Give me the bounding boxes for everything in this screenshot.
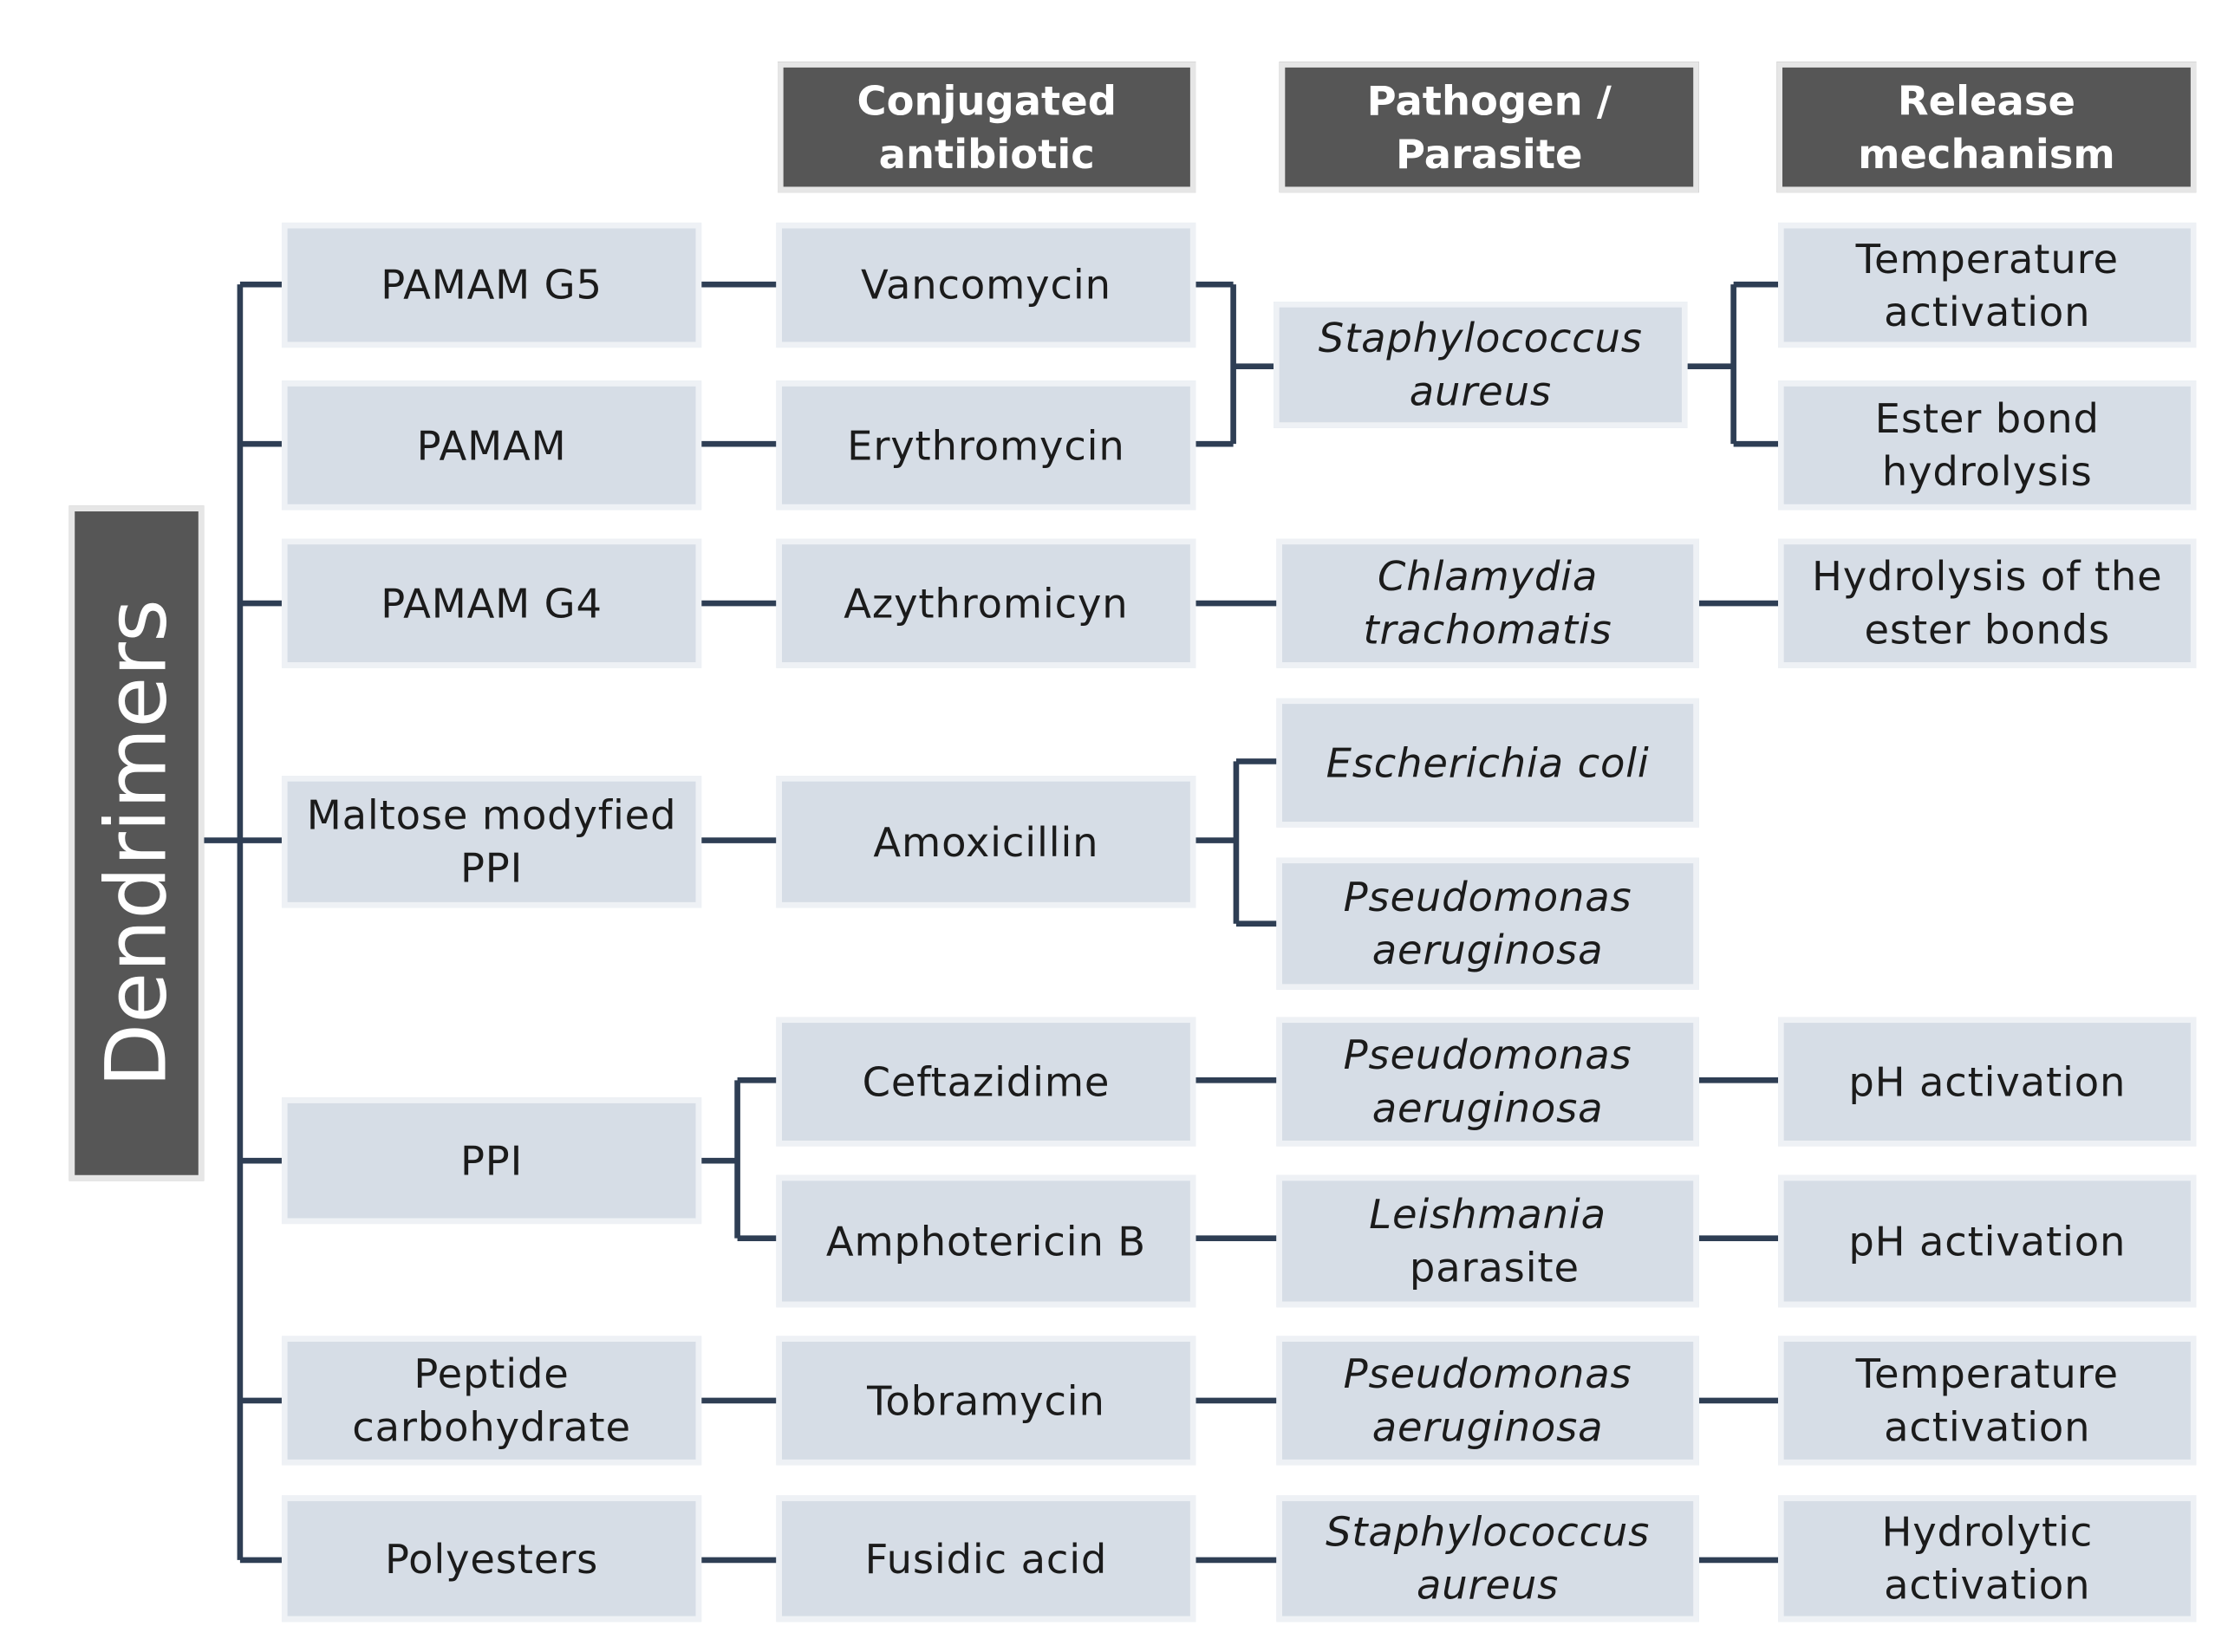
pathogen-label: Chlamydia trachomatis [1363,553,1612,654]
pathogen-pseudomonas-aeruginosa: Pseudomonas aeruginosa [1276,1336,1699,1466]
dendrimer-pamam: PAMAM [281,380,702,511]
pathogen-chlamydia-trachomatis: Chlamydia trachomatis [1276,538,1699,668]
antibiotic-fusidic-acid: Fusidic acid [776,1495,1196,1623]
antibiotic-amphotericin-b: Amphotericin B [776,1174,1196,1308]
pathogen-pseudomonas-aeruginosa: Pseudomonas aeruginosa [1276,857,1699,990]
header-release-mechanism: Release mechanism [1776,62,2197,193]
release-hydrolytic-activation: Hydrolytic activation [1778,1495,2197,1623]
pathogen-label: Escherichia coli [1326,738,1650,787]
header-conjugated-antibiotic: Conjugated antibiotic [778,62,1196,193]
pathogen-leishmania-parasite: Leishmania parasite [1276,1174,1699,1308]
pathogen-label-italic: Leishmania [1369,1190,1606,1239]
dendrimer-pamam-g4: PAMAM G4 [281,538,702,668]
root-label: Dendrimers [88,599,186,1088]
antibiotic-tobramycin: Tobramycin [776,1336,1196,1466]
dendrimer-peptide-carbohydrate: Peptide carbohydrate [281,1336,702,1466]
release-ester-bond-hydrolysis: Ester bond hydrolysis [1778,380,2197,511]
dendrimer-ppi: PPI [281,1097,702,1225]
pathogen-escherichia-coli: Escherichia coli [1276,698,1699,828]
header-pathogen-parasite: Pathogen / Parasite [1279,62,1699,193]
antibiotic-vancomycin: Vancomycin [776,222,1196,348]
antibiotic-ceftazidime: Ceftazidime [776,1017,1196,1147]
release-ph-activation: pH activation [1778,1017,2197,1147]
root-dendrimers: Dendrimers [68,505,205,1181]
dendrimer-polyesters: Polyesters [281,1495,702,1623]
pathogen-staphylococcus-aureus: Staphylococcus aureus [1274,302,1688,428]
pathogen-label-plain: parasite [1396,1244,1580,1291]
dendrimer-maltose-modified-ppi: Maltose modyfied PPI [281,775,702,908]
antibiotic-erythromycin: Erythromycin [776,380,1196,511]
release-hydrolysis-of-ester-bonds: Hydrolysis of the ester bonds [1778,538,2197,668]
pathogen-pseudomonas-aeruginosa: Pseudomonas aeruginosa [1276,1017,1699,1147]
pathogen-label: Pseudomonas aeruginosa [1343,1350,1632,1451]
pathogen-label: Pseudomonas aeruginosa [1343,1031,1632,1133]
release-temperature-activation: Temperature activation [1778,1336,2197,1466]
dendrimer-pamam-g5: PAMAM G5 [281,222,702,348]
pathogen-staphylococcus-aureus: Staphylococcus aureus [1276,1495,1699,1623]
antibiotic-amoxicillin: Amoxicillin [776,775,1196,908]
release-ph-activation: pH activation [1778,1174,2197,1308]
pathogen-label: Staphylococcus aureus [1326,1508,1651,1610]
pathogen-label: Pseudomonas aeruginosa [1343,873,1632,974]
pathogen-label: Staphylococcus aureus [1318,314,1643,415]
antibiotic-azythromicyn: Azythromicyn [776,538,1196,668]
release-temperature-activation: Temperature activation [1778,222,2197,348]
